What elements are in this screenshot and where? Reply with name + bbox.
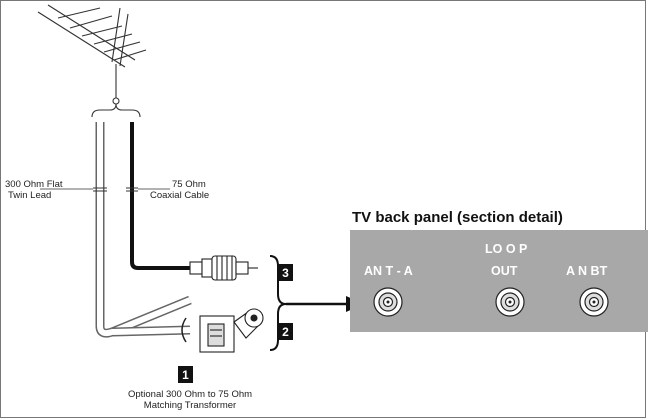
step-badge-1: 1	[178, 366, 193, 383]
svg-text:2: 2	[282, 325, 289, 339]
twin-lead-label-line2: Twin Lead	[8, 190, 51, 201]
loop-out-jack[interactable]	[495, 287, 525, 317]
transformer-label-line1: Optional 300 Ohm to 75 Ohm	[128, 389, 252, 400]
step-badge-2: 2	[278, 323, 293, 340]
step-badge-3: 3	[278, 264, 293, 281]
twin-lead-label-line1: 300 Ohm Flat	[5, 179, 63, 190]
antenna-b-jack[interactable]	[579, 287, 609, 317]
panel-title: TV back panel (section detail)	[352, 209, 563, 226]
svg-text:1: 1	[182, 368, 189, 382]
twin-lead-cable	[93, 122, 192, 338]
antenna-brace	[91, 103, 141, 118]
loop-out-label-line2: OUT	[491, 264, 518, 278]
antenna-in-jack[interactable]	[373, 287, 403, 317]
coaxial-cable	[126, 122, 192, 270]
coax-label-line1: 75 Ohm	[172, 179, 206, 190]
antenna-icon	[37, 4, 147, 105]
antenna-jack-label: AN T - A	[364, 264, 413, 278]
coax-f-connector	[189, 255, 258, 281]
coax-label-line2: Coaxial Cable	[150, 190, 209, 201]
loop-out-label-line1: LO O P	[485, 242, 527, 256]
ant-b-jack-label: A N BT	[566, 264, 608, 278]
matching-transformer	[181, 308, 264, 353]
transformer-label-line2: Matching Transformer	[144, 400, 236, 411]
svg-text:3: 3	[282, 266, 289, 280]
